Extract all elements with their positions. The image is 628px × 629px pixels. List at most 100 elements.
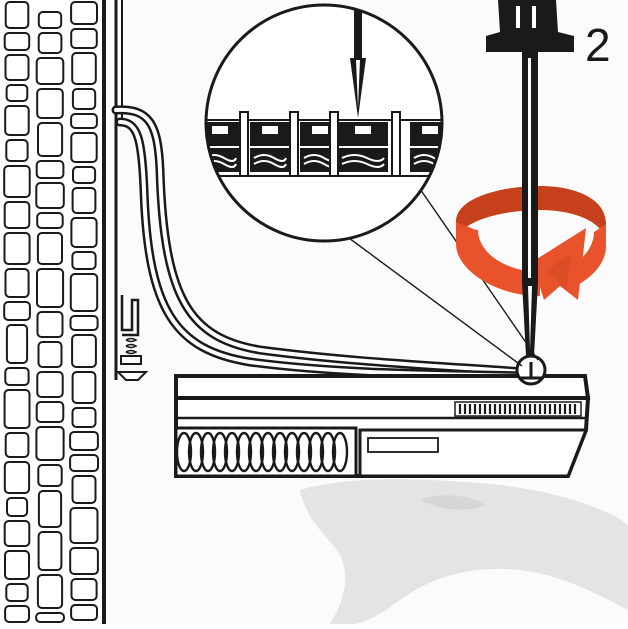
terminal-separator xyxy=(329,111,339,177)
wall-stone xyxy=(69,454,99,472)
wall-stone xyxy=(35,182,65,209)
wall-stone xyxy=(71,187,97,214)
terminal-block xyxy=(250,122,290,172)
wall-stone xyxy=(71,88,97,110)
wall-stone xyxy=(70,132,98,163)
wall-stone xyxy=(4,550,30,580)
wall-stone xyxy=(37,464,63,487)
wall-stone xyxy=(70,28,98,49)
terminal-separator xyxy=(289,111,299,177)
wall-stone xyxy=(3,389,31,429)
coil-turn xyxy=(223,431,241,473)
terminal-separator xyxy=(391,111,401,177)
wall-stone xyxy=(35,401,65,423)
wall-stone xyxy=(69,315,99,331)
wall-stone xyxy=(37,531,63,571)
coil-turn xyxy=(295,431,313,473)
wall-stone xyxy=(4,105,30,136)
mounting-rail xyxy=(114,0,149,381)
wall-stone xyxy=(71,334,97,368)
wall-stones xyxy=(3,1,99,623)
step-number: 2 xyxy=(585,19,611,71)
cables xyxy=(111,105,530,381)
terminal-screw xyxy=(515,354,547,386)
coil-turn xyxy=(331,431,349,473)
wall-stone xyxy=(4,268,30,298)
wall-stone xyxy=(3,232,31,265)
wall-stone xyxy=(70,604,98,621)
coil-turn xyxy=(175,431,193,473)
wall-stone xyxy=(4,1,30,29)
housing-front-panel xyxy=(358,428,589,478)
coil-turn xyxy=(259,431,277,473)
wall-stone xyxy=(70,578,98,601)
wall-bracket xyxy=(120,295,140,337)
screwdriver-handle xyxy=(486,0,574,52)
coil-turn xyxy=(283,431,301,473)
wall-stone xyxy=(3,165,31,198)
wall-stone xyxy=(3,301,31,321)
lens-rim xyxy=(204,3,444,243)
shadow-shape xyxy=(300,479,628,624)
device-housing xyxy=(174,374,591,478)
wall-stone xyxy=(37,32,63,54)
bracket-screw xyxy=(115,337,149,381)
wall-stone xyxy=(3,461,31,494)
lens-content xyxy=(206,5,442,177)
wall-stone xyxy=(4,432,30,458)
wall-stone xyxy=(4,605,30,623)
wall-stone xyxy=(37,490,63,528)
wall-stone xyxy=(71,475,97,504)
wall-stone xyxy=(3,520,31,547)
wall-stone xyxy=(37,122,64,157)
wall-stone xyxy=(5,84,29,102)
wall-stone xyxy=(35,160,65,179)
wall-stone xyxy=(72,166,97,184)
wall-stone xyxy=(36,232,64,265)
coil-turn xyxy=(187,431,205,473)
vent-frame xyxy=(454,401,582,417)
coil-compartment xyxy=(174,426,358,478)
wall-stone xyxy=(5,139,29,162)
wall-stone xyxy=(3,32,31,51)
wall-stone xyxy=(69,547,99,575)
wall-stone xyxy=(71,407,97,428)
wall-stone xyxy=(36,268,65,308)
wall-stone xyxy=(6,497,29,517)
screwdriver-icon xyxy=(486,0,574,356)
wall-stone xyxy=(71,371,97,404)
terminal-separator xyxy=(239,111,249,177)
coil-spring xyxy=(175,431,349,473)
rotate-arrow-icon xyxy=(456,186,606,300)
wall-stone xyxy=(69,273,99,312)
wall-stone xyxy=(37,11,63,29)
lens-screwdriver-tip xyxy=(350,5,366,118)
wall-stone xyxy=(69,507,99,544)
coil-turn xyxy=(199,431,217,473)
wall-stone xyxy=(37,341,63,368)
wall-stone xyxy=(35,612,65,623)
coil-turn xyxy=(211,431,229,473)
wall-stone xyxy=(70,1,98,25)
wall-stone xyxy=(36,88,64,119)
wall-stone xyxy=(71,251,97,270)
wall-stone xyxy=(3,201,31,229)
coil-turn xyxy=(319,431,337,473)
wall-stone xyxy=(36,574,64,609)
wall-stone xyxy=(36,212,64,229)
terminal-block xyxy=(338,122,388,172)
housing-label-slot xyxy=(367,437,439,453)
coil-turn xyxy=(271,431,289,473)
coil-turn xyxy=(307,431,325,473)
coil-turn xyxy=(235,431,253,473)
wall-stone xyxy=(70,217,98,248)
wall-stone xyxy=(70,113,98,129)
wall-stone xyxy=(5,583,29,602)
wall-stone xyxy=(4,367,30,386)
wall-stone xyxy=(71,52,97,85)
magnifier-callout xyxy=(204,3,444,243)
wall-stone xyxy=(4,54,30,81)
vent-grille xyxy=(458,404,577,414)
